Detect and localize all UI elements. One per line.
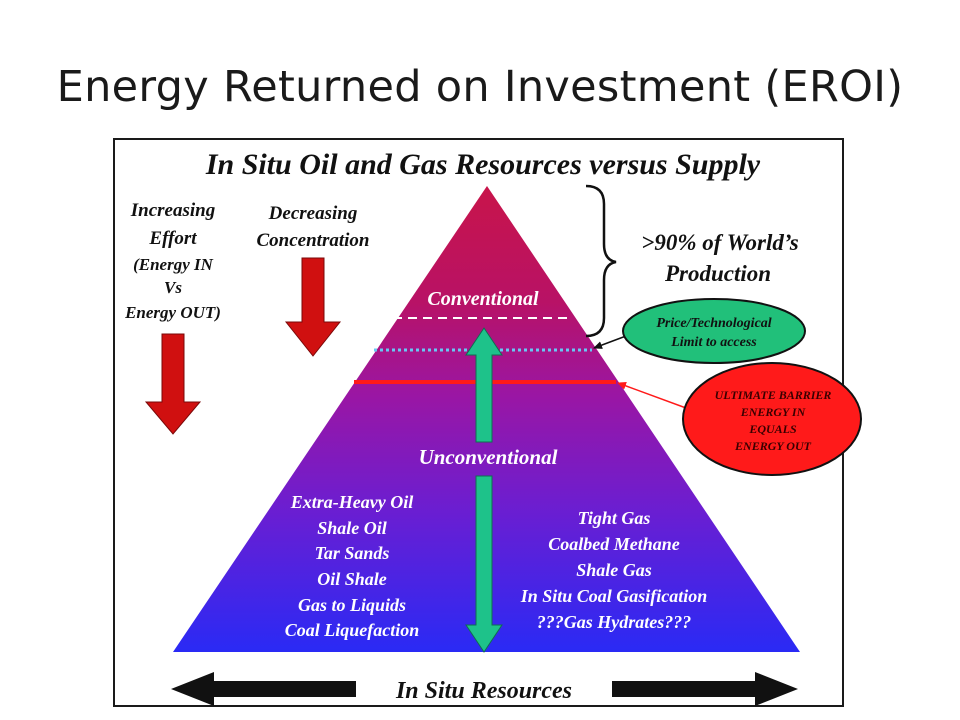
barrier-line-3: EQUALS <box>748 422 797 436</box>
production-note-1: >90% of World’s <box>641 230 799 255</box>
barrier-pointer <box>617 382 687 409</box>
concentration-note-1: Decreasing <box>268 203 358 224</box>
price-limit-line-2: Limit to access <box>670 335 757 350</box>
oil-resource-5: Gas to Liquids <box>298 595 406 615</box>
unconventional-label: Unconventional <box>419 445 558 469</box>
effort-note-3: (Energy IN <box>133 255 214 274</box>
production-note-2: Production <box>664 261 771 286</box>
in-situ-resources-arrow <box>171 672 798 706</box>
slide-title: Energy Returned on Investment (EROI) <box>56 62 904 112</box>
conventional-label: Conventional <box>427 288 539 310</box>
barrier-line-4: ENERGY OUT <box>734 439 812 453</box>
effort-note-4: Vs <box>164 278 182 297</box>
concentration-note-2: Concentration <box>257 230 370 251</box>
production-brace <box>585 184 617 338</box>
barrier-line-1: ULTIMATE BARRIER <box>715 388 832 402</box>
figure-title: In Situ Oil and Gas Resources versus Sup… <box>205 148 761 181</box>
concentration-down-arrow <box>284 257 342 357</box>
price-limit-oval <box>622 298 806 364</box>
ultimate-barrier-oval <box>682 362 862 476</box>
gas-resource-5: ???Gas Hydrates??? <box>537 612 692 632</box>
oil-resource-6: Coal Liquefaction <box>285 620 420 640</box>
oil-resource-1: Extra-Heavy Oil <box>290 492 413 512</box>
barrier-line-2: ENERGY IN <box>740 405 807 419</box>
gas-resource-4: In Situ Coal Gasification <box>520 586 708 606</box>
gas-resource-2: Coalbed Methane <box>548 534 680 554</box>
oil-resource-2: Shale Oil <box>317 518 387 538</box>
oil-resource-4: Oil Shale <box>317 569 387 589</box>
in-situ-resources-label: In Situ Resources <box>395 678 572 704</box>
effort-note-2: Effort <box>148 228 197 249</box>
price-limit-pointer <box>593 335 627 349</box>
price-limit-line-1: Price/Technological <box>656 316 771 331</box>
effort-note-5: Energy OUT) <box>124 303 221 322</box>
oil-resource-3: Tar Sands <box>315 543 390 563</box>
teal-double-arrow <box>465 327 503 653</box>
gas-resource-3: Shale Gas <box>576 560 652 580</box>
effort-down-arrow <box>144 333 202 435</box>
gas-resource-1: Tight Gas <box>578 508 651 528</box>
effort-note-1: Increasing <box>130 200 215 221</box>
